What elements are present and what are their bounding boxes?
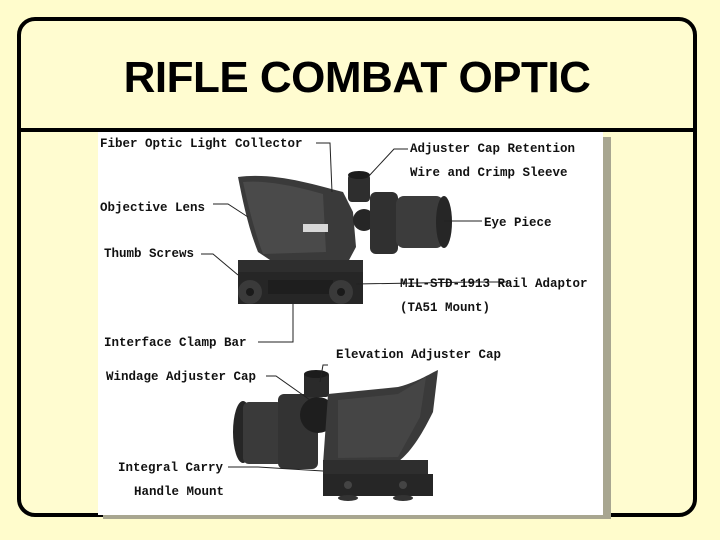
label-rail-adaptor-line2: (TA51 Mount) <box>400 301 491 315</box>
label-eye-piece: Eye Piece <box>484 216 552 230</box>
slide-title: RIFLE COMBAT OPTIC <box>123 52 591 102</box>
optic-diagram: Fiber Optic Light Collector Objective Le… <box>98 132 603 515</box>
bottom-optic-image <box>233 370 438 501</box>
label-adjuster-cap-retention-line1: Adjuster Cap Retention <box>410 142 576 156</box>
leader-lines <box>201 142 508 472</box>
label-thumb-screws: Thumb Screws <box>104 247 195 261</box>
label-interface-clamp-bar: Interface Clamp Bar <box>104 336 247 350</box>
label-adjuster-cap-retention-line2: Wire and Crimp Sleeve <box>410 166 568 180</box>
optic-illustration <box>201 142 508 501</box>
label-windage-adjuster-cap: Windage Adjuster Cap <box>106 370 257 384</box>
label-integral-carry-line2: Handle Mount <box>134 485 225 499</box>
title-bar: RIFLE COMBAT OPTIC <box>21 21 693 132</box>
label-objective-lens: Objective Lens <box>100 201 206 215</box>
label-elevation-adjuster-cap: Elevation Adjuster Cap <box>336 348 502 362</box>
label-fiber-optic-light-collector: Fiber Optic Light Collector <box>100 137 303 151</box>
label-integral-carry-line1: Integral Carry <box>118 461 224 475</box>
label-rail-adaptor-line1: MIL-STD-1913 Rail Adaptor <box>400 277 588 291</box>
top-optic-image <box>238 171 452 304</box>
